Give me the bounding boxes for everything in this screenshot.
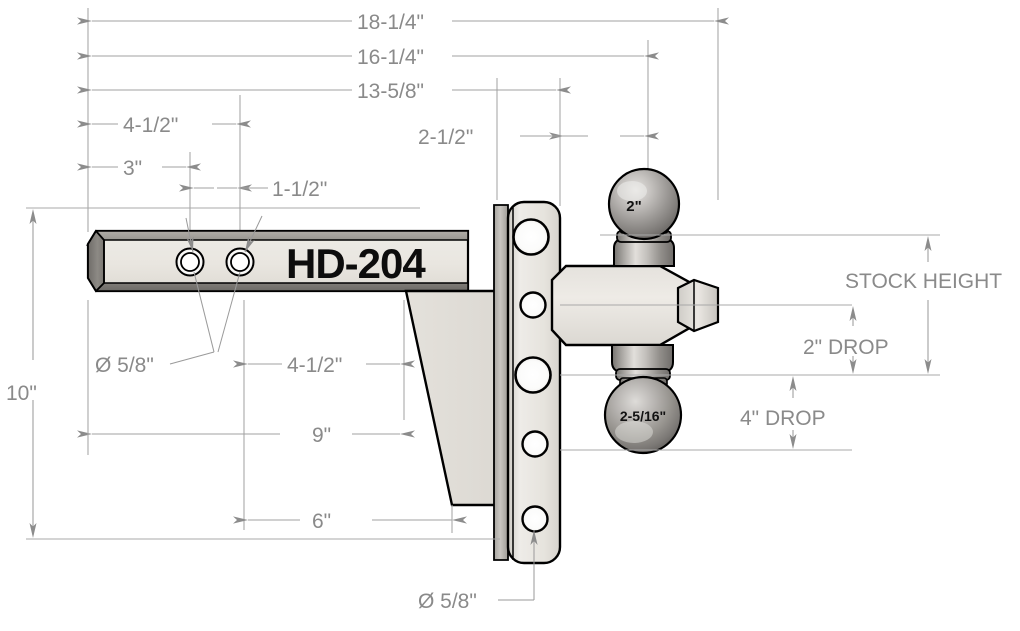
shank-bolt-hole-2 (225, 247, 255, 277)
dimension-label: STOCK HEIGHT (845, 270, 1002, 293)
horizontal-dimension-13-5-8: 13-5/8" (77, 80, 571, 103)
dimension-label: 4-1/2" (287, 354, 342, 377)
ball-upper-label: 2" (626, 198, 641, 215)
dimension-label: 16-1/4" (357, 46, 424, 69)
vertical-dimension-10: 10" (6, 207, 500, 540)
extension-lines-vertical (87, 8, 719, 232)
ball-lower-assembly: 2-5/16" (603, 344, 683, 455)
horizontal-dimension-3: 3" (77, 157, 201, 180)
vertical-dimension-stock-height: STOCK HEIGHT (845, 236, 1002, 374)
horizontal-dimension-16-1-4: 16-1/4" (77, 46, 659, 69)
ball-lower-label: 2-5/16" (620, 408, 666, 424)
drop-plate-hole-3 (514, 356, 552, 394)
drop-plate-hole-5 (521, 505, 549, 533)
horizontal-dimension-2-1-2: 2-1/2" (418, 126, 659, 149)
drop-plate-hole-4 (521, 430, 549, 458)
horizontal-dimension-4-1-2-top: 4-1/2" (77, 114, 251, 137)
dimension-label: 4-1/2" (123, 114, 178, 137)
horizontal-dimension-6: 6" (233, 505, 467, 533)
drop-plate (493, 200, 562, 565)
shank-bolt-hole-1 (175, 247, 205, 277)
drop-plate-hole-1 (512, 218, 550, 256)
horizontal-dimension-4-1-2-mid: 4-1/2" (233, 300, 415, 530)
dimension-label: 6" (312, 510, 331, 533)
ball-mount-assembly: 2" 2-5/16" (550, 167, 720, 455)
part-number-label: HD-204 (286, 240, 426, 287)
vertical-dimension-extension-lines (560, 234, 940, 451)
dimension-label: 18-1/4" (357, 11, 424, 34)
dimension-label: 2" DROP (803, 336, 889, 359)
leader-shank-holes: Ø 5/8" (95, 215, 263, 377)
gusset-plate (404, 289, 501, 507)
horizontal-dimension-9: 9" (77, 300, 415, 455)
ball-upper-assembly: 2" (607, 167, 681, 267)
horizontal-dimension-1-1-2: 1-1/2" (179, 178, 327, 201)
dimension-label: 1-1/2" (272, 178, 327, 201)
diameter-callout-shank: Ø 5/8" (95, 354, 154, 377)
leader-plate-holes: Ø 5/8" (418, 530, 538, 613)
dimension-label: 3" (123, 157, 142, 180)
horizontal-dimension-18-1-4: 18-1/4" (77, 11, 729, 34)
dimension-label: 9" (312, 424, 331, 447)
receiver-shank: HD-204 (85, 229, 470, 293)
drop-plate-hole-2 (519, 291, 547, 319)
dimension-label: 4" DROP (740, 407, 826, 430)
vertical-dimension-4-drop: 4" DROP (740, 376, 826, 449)
dimension-label: 10" (6, 382, 37, 405)
vertical-dimension-2-drop: 2" DROP (803, 306, 889, 374)
dimension-label: 2-1/2" (418, 126, 473, 149)
diameter-callout-plate: Ø 5/8" (418, 590, 477, 613)
dimension-label: 13-5/8" (357, 80, 424, 103)
